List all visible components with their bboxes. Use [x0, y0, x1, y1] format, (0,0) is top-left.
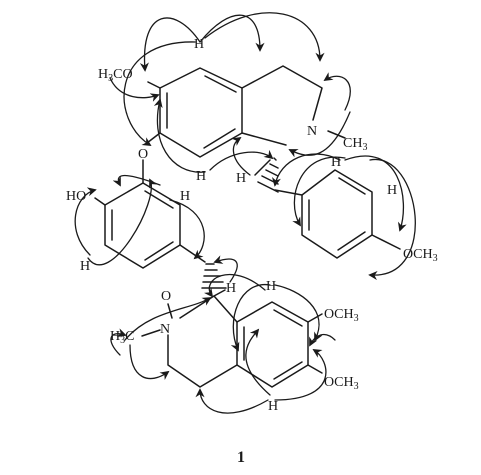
arrow-left-h-to-ch2 [169, 199, 205, 260]
top-c1-h-bond [254, 159, 271, 176]
arrow-ring-h-to-c [292, 156, 346, 227]
label-n-top: N [307, 124, 317, 139]
arrow-bottom-h-to-c-o [87, 178, 158, 266]
arrow-nme-b-to-c3 [129, 344, 170, 380]
arrow-h5-to-ome [139, 17, 201, 72]
label-ome-right: OCH3 [403, 247, 438, 264]
arrow-nme-to-c3 [323, 72, 351, 111]
arrow-nme-b [110, 328, 127, 356]
compound-number: 1 [237, 449, 245, 466]
label-n-bottom-methyl: H3C [110, 329, 134, 346]
top-hashed-bond [257, 157, 279, 193]
arrow-h5-to-c3 [204, 12, 325, 62]
label-h-bottom-ring-top: H [266, 279, 276, 294]
label-ome-a: H3CO [98, 67, 133, 84]
arrow-h8-to-c6 [153, 98, 206, 173]
arrow-ring-h-to-ch2 [271, 153, 341, 187]
label-o-noxide: O [161, 289, 171, 304]
arrow-h1-to-c8a [231, 136, 251, 176]
top-isoquinoline-bonds [146, 65, 346, 196]
label-h-c1-bottom: H [226, 281, 236, 296]
label-h-bottom-ring-bottom: H [268, 399, 278, 414]
hmbc-correlation-arrows [74, 12, 416, 414]
top-ring-double-2 [203, 128, 236, 149]
bottom-hashed-bond [201, 263, 227, 289]
arrow-h5b-to-c6 [274, 349, 327, 401]
arrow-h8b-to-c [230, 284, 271, 352]
label-h-c1-top: H [236, 171, 246, 186]
label-h-top-ring-top: H [194, 37, 204, 52]
label-h-right-ring-top: H [331, 155, 341, 170]
arrow-h5-to-c4 [199, 14, 265, 52]
top-n-methyl-bond [327, 130, 346, 139]
label-ho: HO [66, 189, 86, 204]
arrow-h8b-to-c1 [203, 273, 266, 298]
bottom-c1-h-bond [213, 289, 226, 297]
arrow-h8b-to-c-ome [274, 284, 323, 342]
label-o-ether: O [138, 147, 148, 162]
arrow-h1b-to-ch2 [213, 255, 238, 283]
label-h-right-ring-right: H [387, 183, 397, 198]
label-h-left-ring-right: H [180, 189, 190, 204]
top-benzyl-bond [274, 189, 303, 196]
arrow-h5b-to-c8a [245, 328, 271, 396]
top-saturated-ring [241, 65, 323, 146]
label-h-top-ring-bottom: H [196, 169, 206, 184]
arrow-h8-to-c1 [209, 149, 274, 171]
arrow-h5-to-c7 [123, 41, 196, 146]
arrow-h5b-to-c4 [195, 388, 269, 414]
right-benzyl-ring [301, 169, 401, 259]
label-n-top-methyl: CH3 [343, 136, 367, 153]
label-h-left-ring-bottom: H [80, 259, 90, 274]
top-ring-double-1 [204, 75, 237, 93]
arrow-h-to-cring [368, 159, 416, 281]
arrow-bottom-h-to-c-oh [74, 187, 97, 256]
arrow-ome-b [309, 333, 336, 347]
left-phenol-ring [94, 159, 206, 269]
label-n-bottom: N [160, 322, 170, 337]
arrow-nme-b-to-c1 [124, 297, 212, 341]
bottom-isoquinoline-bonds [141, 263, 323, 388]
atom-labels: H H3CO N CH3 O H H H H OCH3 HO H H O N H… [66, 37, 438, 414]
arrow-ring-h-to-c-ome [344, 155, 407, 232]
top-ome-bond [147, 81, 161, 89]
label-ome-b2: OCH3 [324, 375, 359, 392]
top-aromatic-ring [159, 67, 243, 158]
arrow-left-h-to-c [112, 174, 161, 187]
arrow-ome-to-c6 [109, 77, 160, 102]
arrow-nme-to-c1 [288, 111, 351, 158]
label-ome-b1: OCH3 [324, 307, 359, 324]
